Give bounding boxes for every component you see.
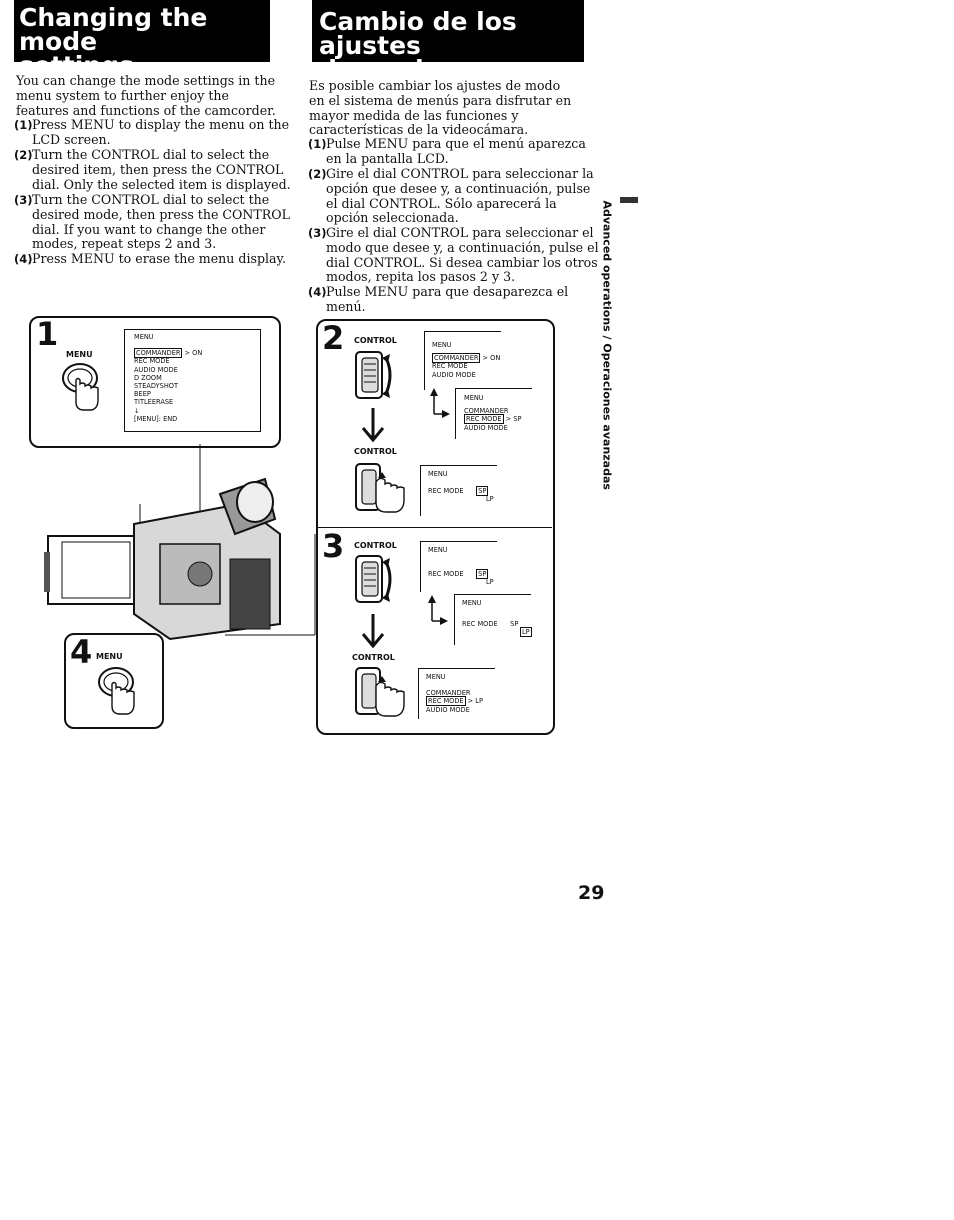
english-title: Changing the mode settings [14,0,270,78]
english-step-3: (3)Turn the CONTROL dial to select the d… [14,192,290,252]
step2-screen-c [420,465,497,516]
step3-menu-a: MENU REC MODE SP LP [428,546,494,587]
step2-menu-b: MENU COMMANDER REC MODE > SP AUDIO MODE [464,394,522,432]
press-button-icon [98,667,135,715]
step1-commander-item: COMMANDER [134,348,183,359]
english-step-4: (4)Press MENU to erase the menu display. [14,251,286,266]
step3-screen-c [418,668,495,719]
control-dial-turn-icon [355,555,392,603]
spanish-step-2: (2)Gire el dial CONTROL para seleccionar… [308,166,594,226]
step3-screen-a [420,541,497,592]
transition-arrow-icon [428,595,448,625]
step3-screen-b [454,594,531,645]
step3-control-bottom-label: CONTROL [352,653,395,662]
english-step-2: (2)Turn the CONTROL dial to select the d… [14,147,291,192]
step1-menu: MENU COMMANDER > ON REC MODE AUDIO MODE … [134,333,203,423]
step1-number: 1 [36,315,59,353]
step2-control-bottom-label: CONTROL [354,447,397,456]
english-step-1: (1)Press MENU to display the menu on the… [14,117,290,147]
steps-2-3-panel [316,319,555,735]
step4-menu-label: MENU [96,652,123,661]
spanish-step-3: (3)Gire el dial CONTROL para seleccionar… [308,225,599,285]
control-dial-press-icon [355,667,405,717]
step3-menu-c: MENU COMMANDER REC MODE > LP AUDIO MODE [426,673,483,714]
sidebar-marker [620,197,638,203]
control-dial-press-icon [355,463,405,513]
section-sidebar: Advanced operations / Operaciones avanza… [600,200,614,490]
camcorder-illustration [44,444,316,641]
step2-screen-a [424,331,501,390]
spanish-step-4: (4)Pulse MENU para que desaparezca el me… [308,284,569,314]
step2-screen-b [455,388,532,439]
step4-number: 4 [70,633,93,671]
step1-menu-label: MENU [66,350,93,359]
down-arrow-icon: ↓ [134,406,140,415]
step1-screen [124,329,261,432]
step2-menu-a: MENU COMMANDER > ON REC MODE AUDIO MODE [432,341,501,379]
step3-number: 3 [322,527,345,565]
step4-panel [64,633,164,729]
control-dial-turn-icon [355,351,392,399]
panel-divider [318,527,552,528]
step2-menu-c: MENU REC MODE SP LP [428,470,494,504]
english-intro: You can change the mode settings in the … [16,73,276,118]
spanish-title: Cambio de los ajustes de modo [312,0,584,82]
press-button-icon [62,363,99,411]
step3-menu-b: MENU REC MODE SP LP [462,599,532,638]
step2-control-top-label: CONTROL [354,336,397,345]
down-arrow-icon [361,408,385,442]
page-number: 29 [578,882,605,904]
transition-arrow-icon [430,388,450,418]
spanish-step-1: (1)Pulse MENU para que el menú aparezca … [308,136,586,166]
step3-control-top-label: CONTROL [354,541,397,550]
spanish-intro: Es posible cambiar los ajustes de modo e… [309,78,572,138]
down-arrow-icon [361,614,385,648]
step1-panel [29,316,281,448]
step2-number: 2 [322,319,345,357]
